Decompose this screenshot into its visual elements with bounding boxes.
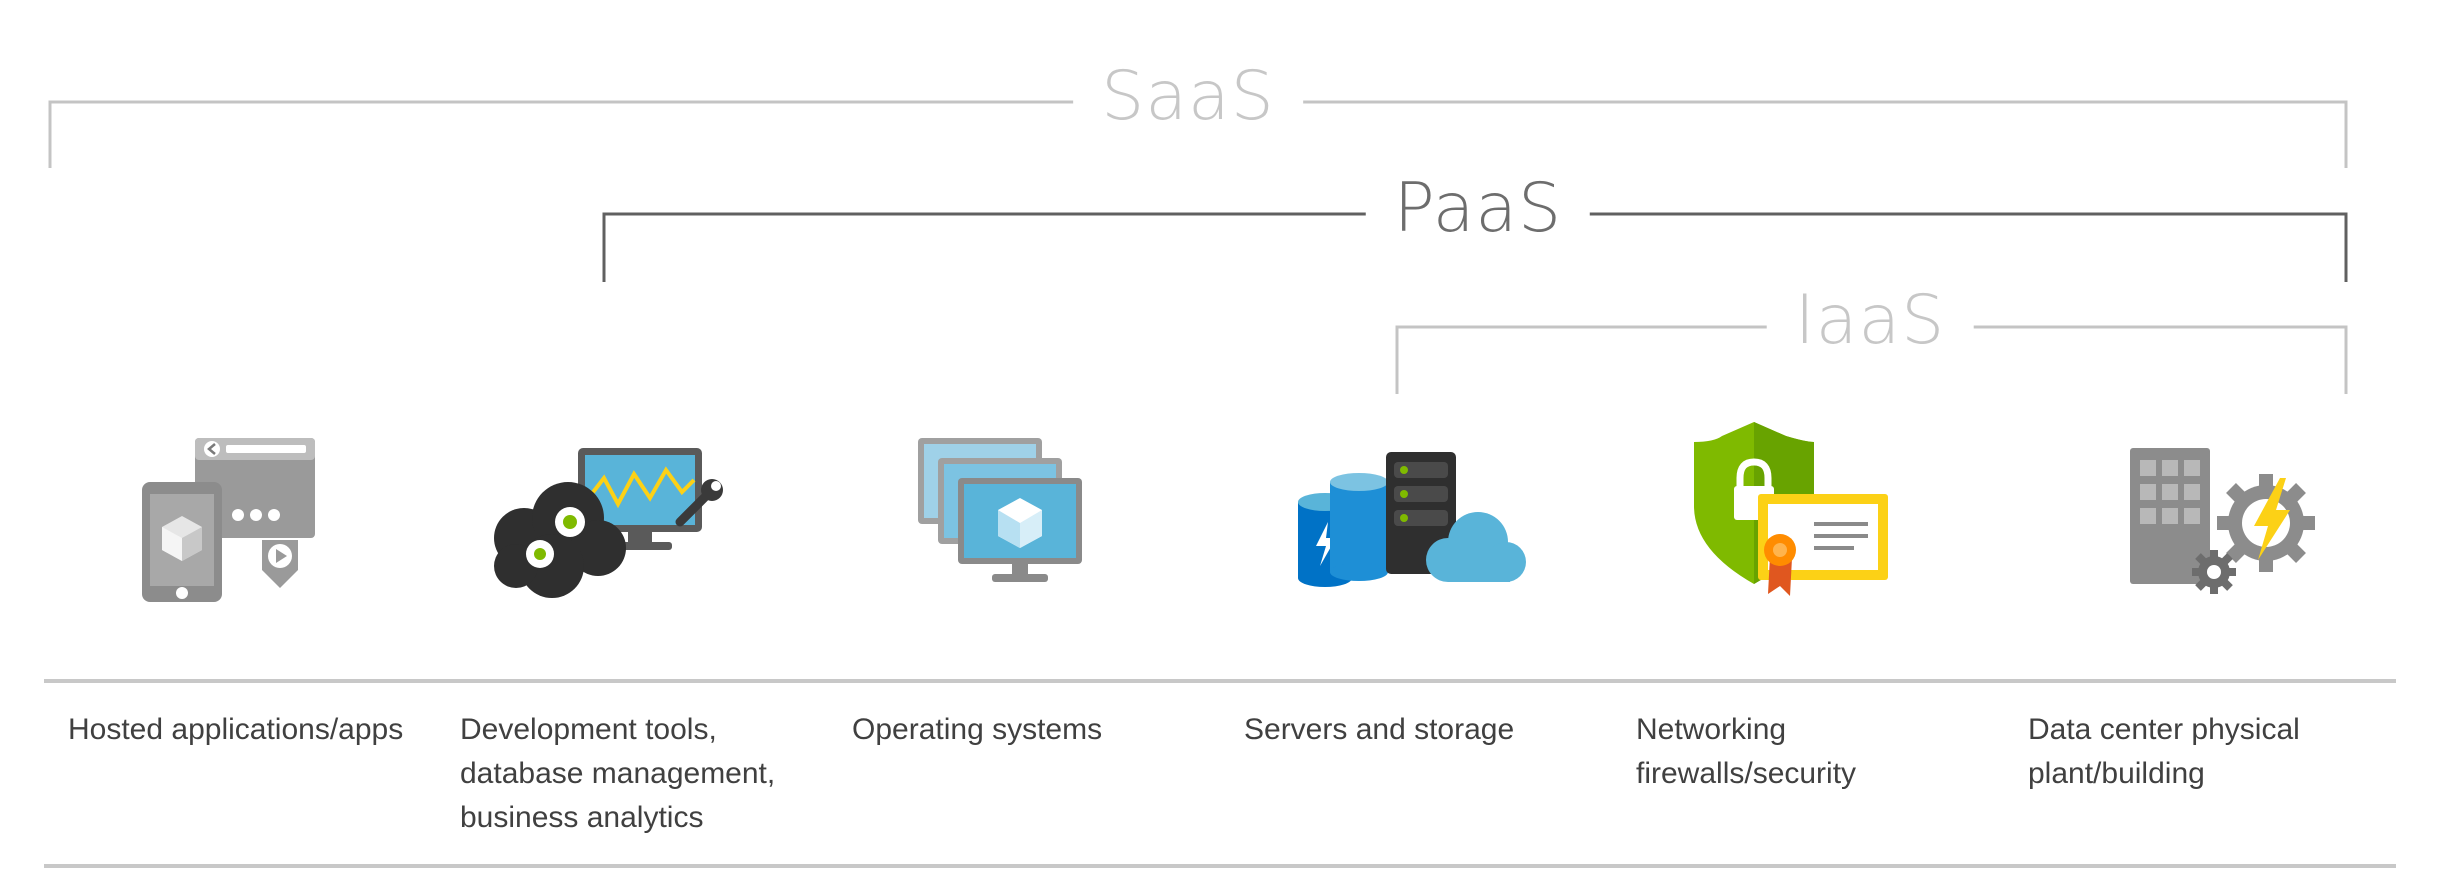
iaas-label: IaaS xyxy=(1766,276,1974,366)
hosted-apps-caption: Hosted applications/apps xyxy=(68,713,404,746)
datacenter-building-icon xyxy=(2130,448,2315,594)
operating-systems-caption: Operating systems xyxy=(852,713,1103,746)
networking-security-caption: Networking firewalls/security xyxy=(1636,713,1857,790)
servers-storage-icon xyxy=(1298,452,1526,587)
dev-tools-caption: Development tools, database management, … xyxy=(460,713,776,834)
servers-storage-caption: Servers and storage xyxy=(1244,713,1515,746)
hosted-apps-icon xyxy=(142,438,315,602)
datacenter-building-caption: Data center physical plant/building xyxy=(2028,713,2300,790)
paas-label: PaaS xyxy=(1365,164,1591,254)
operating-systems-icon xyxy=(918,438,1082,582)
dev-tools-icon xyxy=(494,448,723,598)
networking-security-icon xyxy=(1694,422,1888,596)
saas-label: SaaS xyxy=(1073,52,1303,142)
